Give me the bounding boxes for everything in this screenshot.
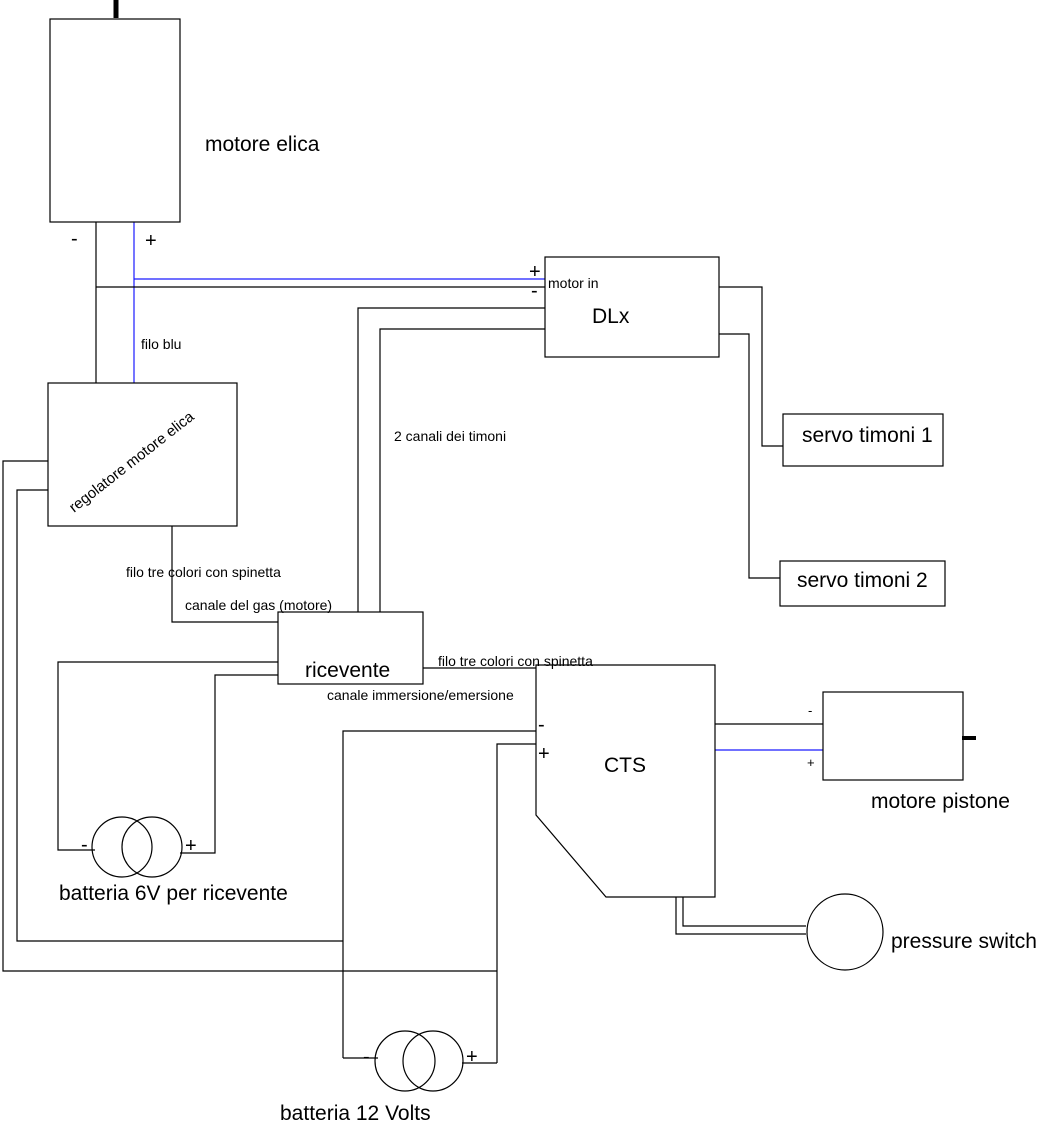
battery-6v-symbol [91,816,183,878]
pressure-switch-circle [806,893,884,971]
motore-pistone-box [822,691,964,781]
battery-12v-positive-wire [496,743,536,1063]
battery-12v-label: batteria 12 Volts [280,1102,431,1122]
servo-timoni-1-box [782,413,944,467]
motore-elica-box [49,18,181,223]
ricevente-box [277,611,424,685]
servo-timoni-1-label: servo timoni 1 [802,424,933,447]
battery-6v-negative-wire [57,661,278,851]
battery-6v-positive-sign: + [185,835,197,857]
filo-tre-colori-1-label: filo tre colori con spinetta [126,564,281,580]
dlx-label: DLx [592,305,630,328]
pressure-switch-label: pressure switch [891,930,1037,953]
pressure-switch-wire-1 [675,897,806,935]
servo-1-wire [719,286,783,447]
servo-timoni-2-box [779,560,946,607]
motor-in-label: motor in [548,275,599,291]
motor-negative-sign: - [71,228,78,250]
canale-immersione-label: canale immersione/emersione [327,687,514,703]
motore-elica-label: motore elica [205,133,320,156]
throttle-channel-wire [171,526,278,623]
ricevente-label: ricevente [305,659,390,682]
motore-pistone-label: motore pistone [871,790,1010,813]
cts-negative-sign: - [538,714,545,736]
filo-blu-label: filo blu [141,336,181,352]
rudder-channel-wire-2 [379,328,545,612]
regolatore-lead-inner [16,489,343,942]
battery-12v-negative-sign: - [363,1046,370,1068]
cts-label: CTS [604,754,646,777]
piston-positive-sign: + [807,755,815,770]
battery-12v-positive-sign: + [466,1046,478,1068]
battery-12v-negative-wire [342,730,536,1058]
dlx-negative-sign: - [531,280,538,302]
battery-12v-symbol [374,1030,464,1092]
piston-negative-sign: - [808,703,812,718]
battery-6v-negative-sign: - [81,834,88,856]
battery-6v-label: batteria 6V per ricevente [59,882,288,905]
due-canali-label: 2 canali dei timoni [394,428,506,444]
rudder-channel-wire-1 [357,307,545,612]
servo-timoni-2-label: servo timoni 2 [797,569,928,592]
regolatore-box [47,382,238,527]
cts-positive-sign: + [538,743,550,765]
dlx-box [544,256,720,358]
cts-box [535,664,716,898]
dlx-positive-sign: + [529,261,541,283]
regolatore-lead-outer [2,460,497,972]
canale-gas-label: canale del gas (motore) [185,597,332,613]
motor-positive-sign: + [145,230,157,252]
servo-2-wire [719,333,780,579]
battery-6v-positive-wire [180,674,278,854]
pressure-switch-wire-2 [682,897,806,927]
filo-tre-colori-2-label: filo tre colori con spinetta [438,653,593,669]
